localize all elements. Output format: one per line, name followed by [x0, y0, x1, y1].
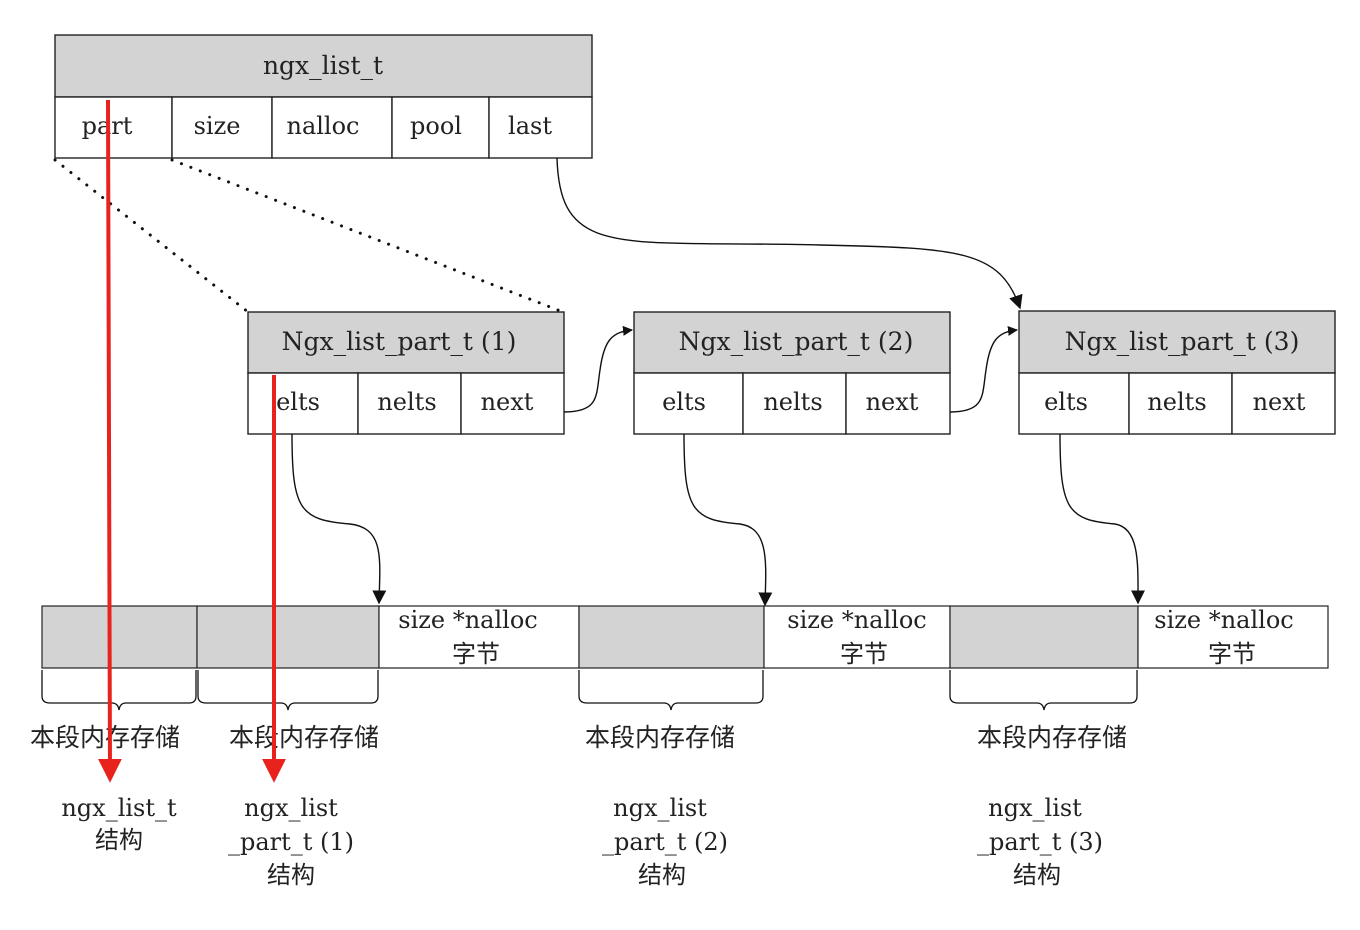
field-size-cell [171, 96, 273, 159]
list-part-3-header [1018, 310, 1336, 374]
field-size: size [194, 112, 241, 140]
segment-label-part-2: 本段内存存储 [585, 723, 735, 752]
part-1-elts: elts [276, 388, 320, 416]
part-3-next-cell [1231, 372, 1336, 435]
caption-part-1-line1: ngx_list [244, 794, 338, 822]
field-part-cell [54, 96, 173, 159]
part-3-nelts-cell [1128, 372, 1233, 435]
data-block-3-unit: 字节 [1208, 640, 1256, 668]
caption-part-3-line1: ngx_list [988, 794, 1082, 822]
caption-list-line2: 结构 [95, 826, 143, 854]
list-part-3-title: Ngx_list_part_t (3) [1065, 327, 1300, 356]
part-3-nelts: nelts [1147, 388, 1206, 416]
ngx-list-t-struct: ngx_list_t part size nalloc pool last [54, 34, 593, 159]
data-block-3-size: size *nalloc [1154, 606, 1293, 634]
data-block-2-size: size *nalloc [787, 606, 926, 634]
field-last: last [508, 112, 552, 140]
part-2-elts-arrow [683, 433, 773, 607]
part-2-nelts-cell [742, 372, 847, 435]
part-3-elts-cell [1018, 372, 1130, 435]
memory-data-block-2 [763, 605, 951, 669]
part-2-elts-cell [633, 372, 744, 435]
part-1-next-cell [460, 372, 565, 435]
part-2-next: next [866, 388, 919, 416]
part-2-next-cell [845, 372, 951, 435]
caption-part-2-line1: ngx_list [613, 794, 707, 822]
part-3-elts-arrow [1059, 433, 1146, 605]
brace-list-memory [41, 670, 197, 711]
memory-data-block-3 [1137, 605, 1329, 669]
brace-part-3-memory [949, 670, 1138, 711]
memory-part-1-block [196, 605, 380, 669]
caption-part-3-line3: 结构 [1013, 861, 1061, 889]
list-part-3-struct: Ngx_list_part_t (3) elts nelts next [1018, 310, 1336, 435]
caption-list-line1: ngx_list_t [61, 794, 177, 822]
caption-part-1-line2: _part_t (1) [228, 828, 354, 856]
part-1-nelts-cell [357, 372, 462, 435]
memory-data-block-1 [378, 605, 580, 669]
part-expansion-left-dotted-line [53, 158, 250, 314]
memory-part-3-block [949, 605, 1139, 669]
list-part-1-struct: Ngx_list_part_t (1) elts nelts next [247, 311, 565, 435]
list-part-1-title: Ngx_list_part_t (1) [282, 327, 517, 356]
red-arrow-list-struct [97, 99, 122, 783]
list-part-2-struct: Ngx_list_part_t (2) elts nelts next [633, 311, 951, 435]
part-2-elts: elts [662, 388, 706, 416]
caption-part-2-line2: _part_t (2) [602, 828, 728, 856]
memory-part-2-block [578, 605, 765, 669]
part-1-next: next [481, 388, 534, 416]
caption-part-1-line3: 结构 [267, 861, 315, 889]
part-3-elts: elts [1044, 388, 1088, 416]
segment-label-part-3: 本段内存存储 [977, 723, 1127, 752]
brace-part-1-memory [197, 670, 379, 711]
ngx-list-t-title: ngx_list_t [263, 51, 383, 80]
last-pointer-arrow [556, 157, 1023, 310]
field-nalloc: nalloc [286, 112, 359, 140]
data-block-1-unit: 字节 [452, 640, 500, 668]
ngx-list-t-header [54, 34, 593, 98]
field-pool: pool [410, 112, 462, 140]
part-1-elts-arrow [291, 433, 387, 605]
segment-label-part-1: 本段内存存储 [229, 723, 379, 752]
part-1-next-arrow [563, 325, 633, 413]
field-last-cell [488, 96, 593, 159]
part-2-nelts: nelts [763, 388, 822, 416]
data-block-1-size: size *nalloc [398, 606, 537, 634]
list-part-1-header [247, 311, 565, 374]
list-part-2-title: Ngx_list_part_t (2) [679, 327, 914, 356]
part-2-next-arrow [949, 325, 1018, 413]
part-expansion-right-dotted-line [170, 158, 565, 314]
part-1-elts-cell [247, 372, 359, 435]
part-1-nelts: nelts [377, 388, 436, 416]
field-pool-cell [391, 96, 490, 159]
segment-label-list: 本段内存存储 [30, 723, 180, 752]
caption-part-2-line3: 结构 [638, 861, 686, 889]
part-3-next: next [1253, 388, 1306, 416]
memory-ngx-list-t-block [41, 605, 198, 669]
memory-strip: size *nalloc 字节 size *nalloc 字节 size *na… [41, 605, 1329, 669]
brace-part-2-memory [578, 670, 764, 711]
caption-part-3-line2: _part_t (3) [977, 828, 1103, 856]
data-block-2-unit: 字节 [840, 640, 888, 668]
